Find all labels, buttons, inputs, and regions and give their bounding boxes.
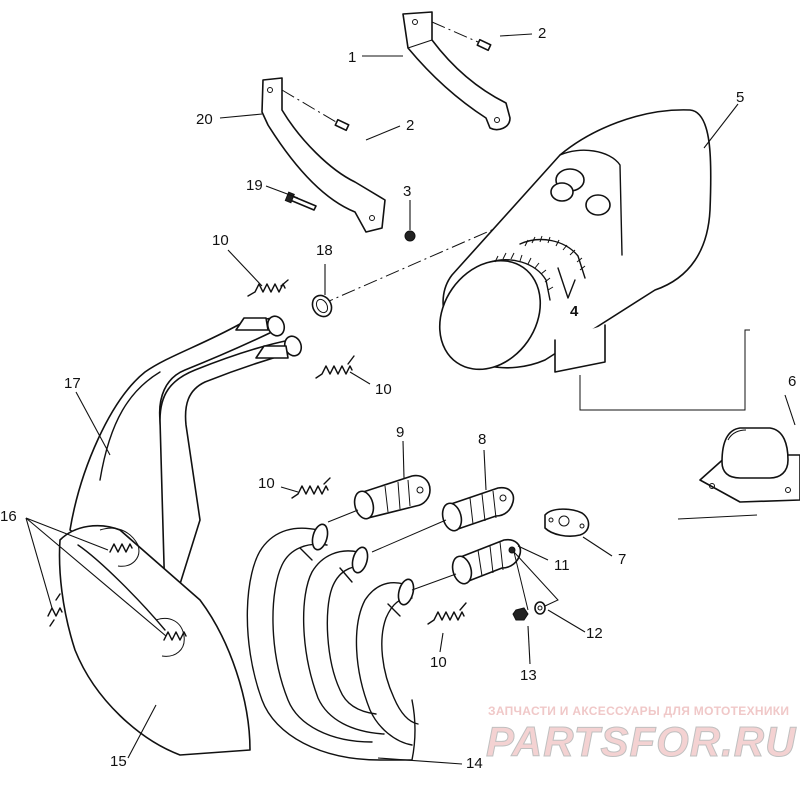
part-5-muffler bbox=[438, 109, 712, 373]
watermark-tagline: ЗАПЧАСТИ И АКСЕССУАРЫ ДЛЯ МОТОТЕХНИКИ bbox=[488, 704, 790, 718]
part-2-bolt-upper bbox=[431, 21, 492, 52]
callout-8: 8 bbox=[478, 431, 486, 448]
part-12-washer bbox=[534, 601, 546, 615]
callout-2-upper: 2 bbox=[538, 25, 546, 42]
part-15-heatshield bbox=[58, 524, 251, 756]
part-19-bolt bbox=[284, 191, 317, 211]
part-3-nut bbox=[404, 230, 416, 242]
part-13-nut bbox=[512, 607, 529, 621]
callout-1: 1 bbox=[348, 49, 356, 66]
part-10-spring-a bbox=[247, 279, 289, 297]
part-16-spring-a bbox=[109, 543, 133, 553]
callout-9: 9 bbox=[396, 424, 404, 441]
leader-lines bbox=[25, 33, 796, 765]
callout-19: 19 bbox=[246, 177, 263, 194]
part-7-gasket bbox=[544, 508, 590, 537]
part-11-sleeve bbox=[451, 538, 522, 585]
callout-20: 20 bbox=[196, 111, 213, 128]
callout-labels: 1 2 20 2 19 3 5 10 18 4 10 17 6 9 8 10 1… bbox=[0, 25, 796, 772]
fastener-link bbox=[513, 551, 559, 611]
sleeve-link-3 bbox=[411, 573, 457, 591]
part-8-sleeve bbox=[441, 486, 515, 532]
callout-4: 4 bbox=[570, 303, 579, 320]
part-18-clamp bbox=[311, 294, 333, 318]
callout-6: 6 bbox=[788, 373, 796, 390]
callout-14: 14 bbox=[466, 755, 483, 772]
callout-10a: 10 bbox=[212, 232, 229, 249]
callout-11: 11 bbox=[554, 557, 570, 574]
callout-2-lower: 2 bbox=[406, 117, 414, 134]
part-9-sleeve bbox=[353, 474, 431, 520]
callout-18: 18 bbox=[316, 242, 333, 259]
part-10-spring-b bbox=[315, 355, 355, 379]
sleeve-link-1 bbox=[327, 509, 359, 523]
callout-17: 17 bbox=[64, 375, 81, 392]
part-20-bracket bbox=[261, 77, 386, 233]
gasket-ref-line bbox=[677, 514, 758, 520]
sleeve-link-2 bbox=[371, 519, 447, 553]
callout-10d: 10 bbox=[430, 654, 447, 671]
outlet-link-line bbox=[579, 329, 750, 411]
callout-12: 12 bbox=[586, 625, 603, 642]
part-10-spring-d bbox=[427, 602, 467, 625]
part-10-spring-c bbox=[291, 477, 331, 499]
callout-16: 16 bbox=[0, 508, 17, 525]
callout-7: 7 bbox=[618, 551, 626, 568]
part-14-header-pipes bbox=[246, 523, 419, 761]
callout-5: 5 bbox=[736, 89, 744, 106]
part-16-spring-c bbox=[163, 631, 187, 641]
callout-3: 3 bbox=[403, 183, 411, 200]
part-6-outlet bbox=[699, 427, 800, 503]
callout-10c: 10 bbox=[258, 475, 275, 492]
part-2-bolt-lower bbox=[281, 89, 350, 132]
part-1-bracket bbox=[402, 11, 511, 131]
callout-15: 15 bbox=[110, 753, 127, 770]
callout-10b: 10 bbox=[375, 381, 392, 398]
watermark-logo: PARTSFOR.RU bbox=[485, 718, 797, 766]
callout-13: 13 bbox=[520, 667, 537, 684]
part-16-spring-b bbox=[47, 593, 63, 627]
